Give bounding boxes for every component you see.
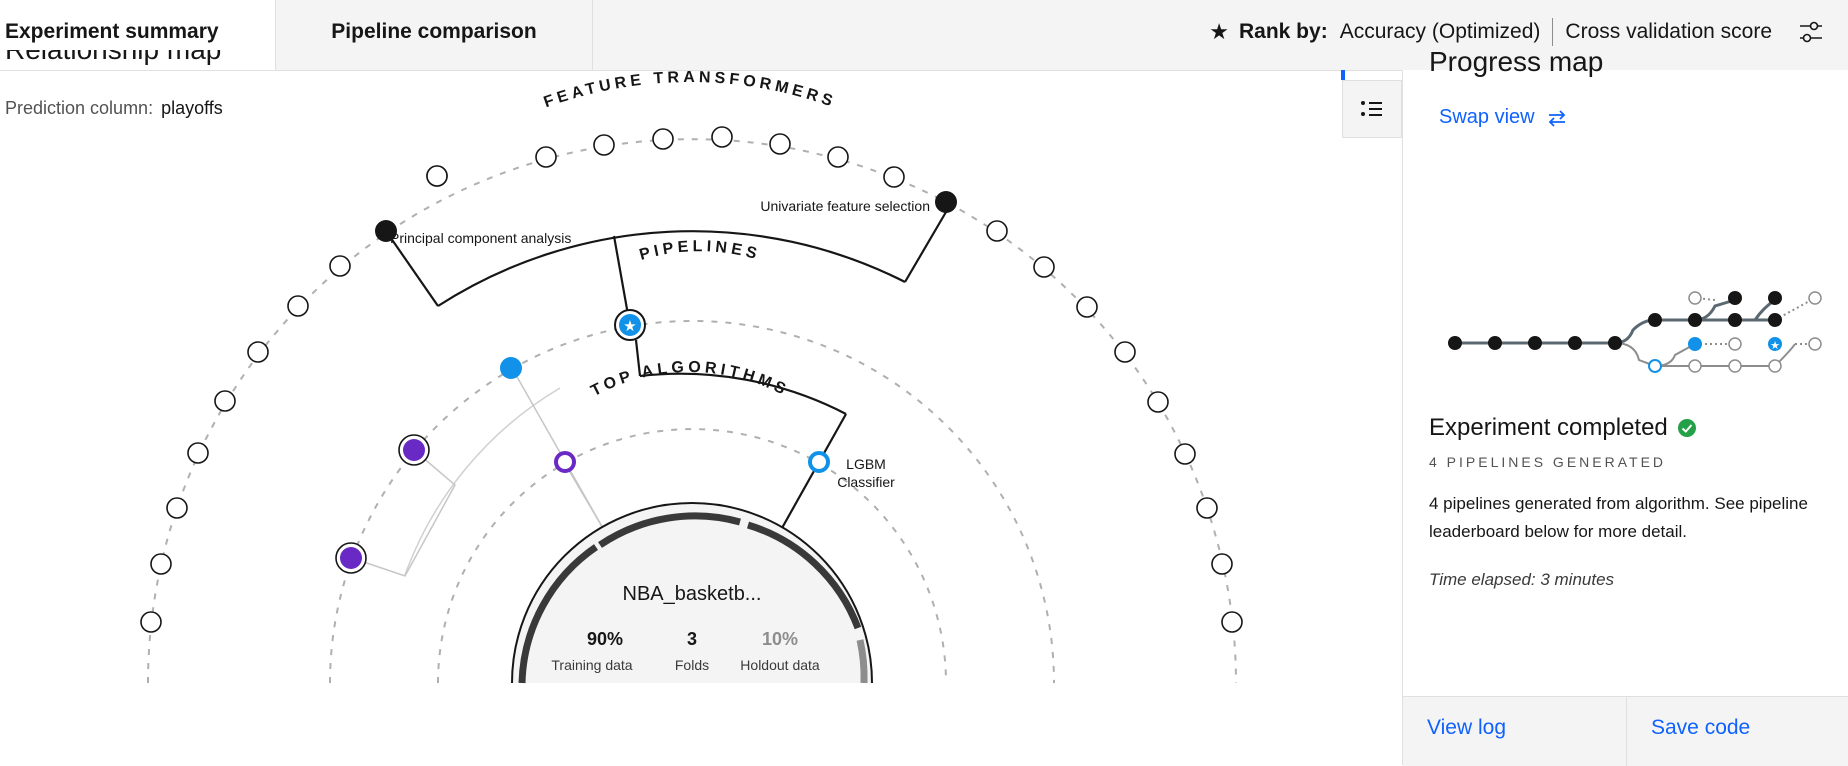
- dataset-name: NBA_basketb...: [623, 583, 762, 605]
- swap-view-link[interactable]: Swap view: [1439, 106, 1567, 129]
- time-elapsed: Time elapsed: 3 minutes: [1429, 570, 1615, 589]
- prediction-column-value: playoffs: [161, 98, 223, 118]
- progress-map-title: Progress map: [1429, 50, 1604, 77]
- active-indicator: [1341, 70, 1345, 80]
- prediction-column: Prediction column: playoffs: [5, 98, 223, 119]
- swap-view-label: Swap view: [1439, 106, 1535, 128]
- rank-by-label: Rank by:: [1239, 20, 1328, 43]
- inner-arc: [404, 387, 561, 576]
- folds-label: Folds: [675, 657, 709, 673]
- divider: [1552, 18, 1554, 46]
- secondary-links: [351, 367, 605, 577]
- univariate-node: [935, 191, 957, 213]
- holdout-label: Holdout data: [740, 657, 820, 673]
- training-label: Training data: [551, 657, 632, 673]
- experiment-status: Experiment completed: [1429, 414, 1696, 442]
- star-icon: ★: [623, 318, 636, 335]
- dataset-circle: [511, 502, 873, 684]
- save-code-button[interactable]: Save code: [1626, 697, 1848, 766]
- prediction-column-label: Prediction column:: [5, 98, 154, 118]
- tab-pipeline-comparison[interactable]: Pipeline comparison: [275, 0, 593, 70]
- star-icon: ★: [1209, 19, 1229, 44]
- feature-transformers-label: FEATURE TRANSFORMERS: [542, 70, 839, 111]
- lgbm-node: [808, 451, 830, 473]
- progress-map-graph: ★: [1448, 291, 1822, 373]
- status-description: 4 pipelines generated from algorithm. Se…: [1429, 494, 1808, 541]
- top-bar: Experiment summary Pipeline comparison ★…: [0, 0, 1848, 71]
- outer-ring: [147, 138, 1237, 684]
- rank-metric[interactable]: Accuracy (Optimized): [1339, 20, 1541, 43]
- arrows-swap-icon: [1548, 109, 1565, 127]
- sliders-icon[interactable]: [1798, 19, 1824, 45]
- lgbm-label-line2: Classifier: [837, 474, 895, 490]
- svg-text:★: ★: [1770, 340, 1780, 352]
- algorithm-purple-node: [554, 451, 576, 473]
- pipeline-ring: [329, 320, 1055, 684]
- tab-experiment-summary[interactable]: Experiment summary: [0, 0, 275, 70]
- list-view-button[interactable]: [1342, 80, 1402, 138]
- relationship-map: FEATURE TRANSFORMERS PIPELINES TOP ALGOR…: [140, 70, 1243, 684]
- holdout-value: 10%: [762, 629, 798, 649]
- status-title: Experiment completed: [1429, 414, 1668, 441]
- pipelines-generated: 4 PIPELINES GENERATED: [1429, 454, 1667, 470]
- panel-actions: View log Save code: [1403, 696, 1848, 766]
- rank-score[interactable]: Cross validation score: [1565, 20, 1772, 43]
- list-icon: [1361, 101, 1382, 116]
- pipeline-blue-node: [500, 357, 522, 379]
- lgbm-label-line1: LGBM: [846, 456, 886, 472]
- feature-transformer-nodes: [140, 126, 1243, 633]
- checkmark-icon: [1677, 419, 1696, 437]
- view-log-button[interactable]: View log: [1427, 716, 1506, 739]
- rank-by-control: ★ Rank by: Accuracy (Optimized) Cross va…: [1209, 0, 1824, 64]
- relationship-map-title: Relationship map: [5, 50, 221, 82]
- pipelines-label: PIPELINES: [638, 238, 763, 264]
- progress-panel: Progress map Swap view: [1402, 50, 1848, 766]
- univariate-label: Univariate feature selection: [760, 198, 930, 214]
- training-value: 90%: [587, 629, 623, 649]
- algorithm-ring: [437, 428, 947, 684]
- top-algorithms-label: TOP ALGORITHMS: [588, 359, 791, 400]
- pca-label: Principal component analysis: [390, 230, 571, 246]
- folds-value: 3: [687, 629, 697, 649]
